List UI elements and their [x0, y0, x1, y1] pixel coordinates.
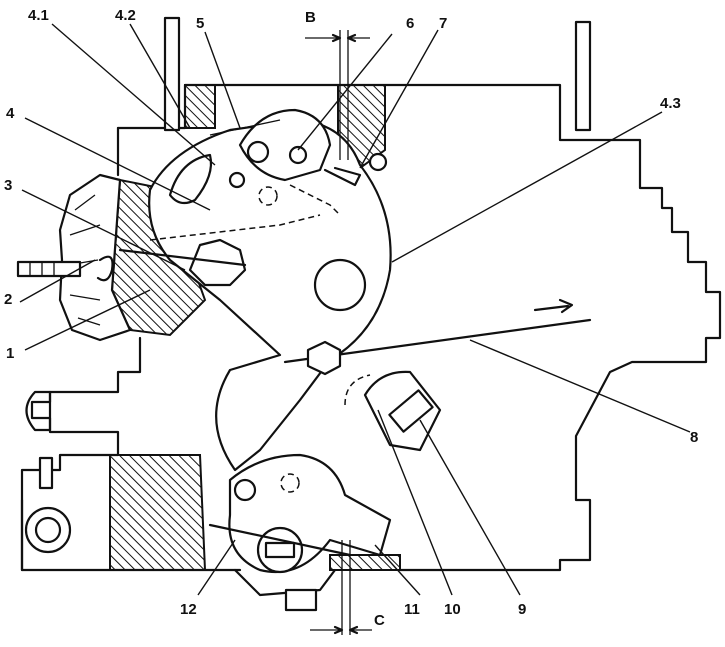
label-b: B	[305, 9, 316, 26]
label-8: 8	[690, 429, 698, 446]
label-12: 12	[180, 601, 197, 618]
label-6: 6	[406, 15, 414, 32]
screw-head	[25, 390, 52, 432]
upper-cam-assembly	[209, 108, 388, 216]
label-1: 1	[6, 345, 14, 362]
flow-arrow	[533, 298, 574, 314]
label-7: 7	[439, 15, 447, 32]
label-4-2: 4.2	[115, 7, 136, 24]
label-2: 2	[4, 291, 12, 308]
leader-lines	[19, 23, 691, 596]
label-4: 4	[6, 105, 15, 122]
throttle-plate	[283, 318, 592, 376]
label-11: 11	[404, 601, 420, 618]
label-5: 5	[196, 15, 204, 32]
dimension-c	[310, 540, 372, 635]
label-c: C	[374, 612, 385, 629]
choke-housing	[16, 173, 132, 342]
label-9: 9	[518, 601, 526, 618]
bottom-left-fitting	[24, 456, 72, 554]
dimension-b	[305, 30, 370, 160]
callout-labels: 4.1 4.2 5 B 6 7 4 4.3 3 2 1 8 12 11 10 9…	[4, 7, 698, 629]
label-4-3: 4.3	[660, 95, 681, 112]
label-4-1: 4.1	[28, 7, 49, 24]
hex-nut-upper	[118, 214, 321, 287]
label-3: 3	[4, 177, 12, 194]
label-10: 10	[444, 601, 461, 618]
